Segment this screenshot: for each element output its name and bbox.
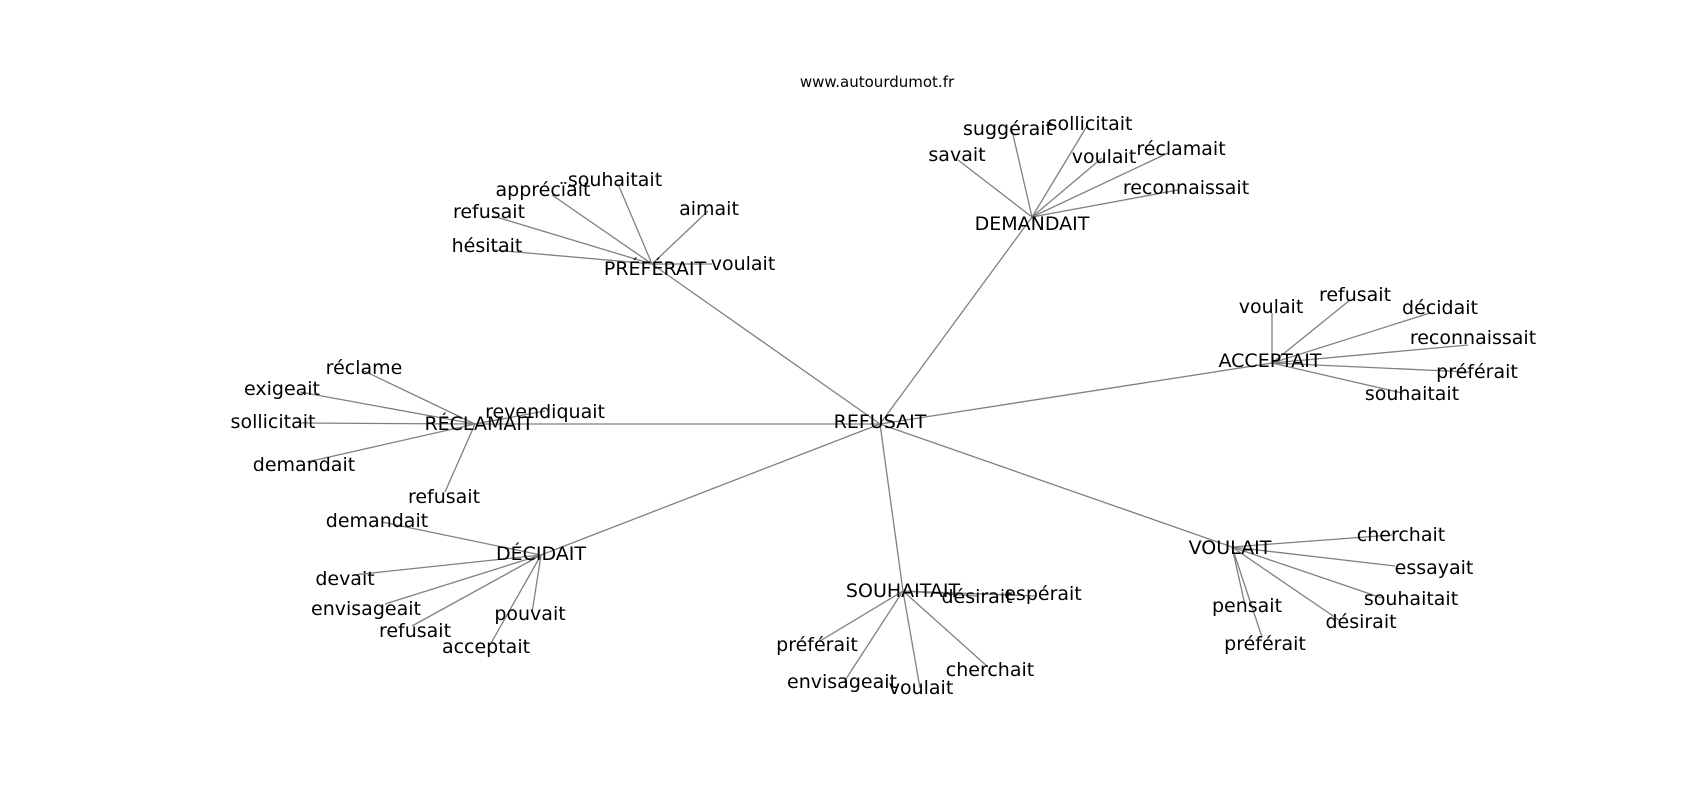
edge-cluster-to-word xyxy=(361,369,476,425)
cluster-node[interactable]: SOUHAITAIT xyxy=(846,580,961,602)
edge-cluster-to-word xyxy=(1231,546,1263,638)
word-node[interactable]: envisageait xyxy=(311,598,421,620)
word-node[interactable]: reconnaissait xyxy=(1123,177,1249,199)
edge-cluster-to-word xyxy=(1031,125,1088,218)
word-node[interactable]: préférait xyxy=(776,634,858,656)
edge-cluster-to-word xyxy=(902,590,1036,597)
edge-cluster-to-word xyxy=(902,590,921,689)
word-node[interactable]: décidait xyxy=(1402,297,1478,319)
edge-cluster-to-word xyxy=(306,423,476,463)
edge-cluster-to-word xyxy=(1231,546,1383,599)
edge-cluster-to-word xyxy=(1031,189,1179,218)
edge-cluster-to-word xyxy=(1271,344,1469,364)
word-node[interactable]: refusait xyxy=(1319,284,1391,306)
word-node[interactable]: envisageait xyxy=(787,671,897,693)
edge-cluster-to-word xyxy=(493,249,653,265)
word-node[interactable]: réclamait xyxy=(1136,138,1225,160)
edge-center-to-cluster xyxy=(879,423,1233,548)
word-node[interactable]: devait xyxy=(315,568,374,590)
edge-cluster-to-word xyxy=(1231,546,1246,606)
edge-cluster-to-word xyxy=(299,422,476,425)
word-node[interactable]: pensait xyxy=(1212,595,1282,617)
edge-cluster-to-word xyxy=(551,194,653,265)
center-node[interactable]: REFUSAIT xyxy=(834,411,927,433)
edge-cluster-to-word xyxy=(819,590,904,642)
edge-cluster-to-word xyxy=(1271,312,1431,364)
edge-center-to-cluster xyxy=(651,263,881,425)
edge-cluster-to-word xyxy=(299,391,476,425)
word-node[interactable]: suggérait xyxy=(963,118,1053,140)
word-node[interactable]: refusait xyxy=(379,620,451,642)
edge-cluster-to-word xyxy=(1271,362,1403,394)
word-node[interactable]: demandait xyxy=(326,510,428,532)
word-node[interactable]: apprécïait xyxy=(496,179,591,201)
word-node[interactable]: hésitait xyxy=(452,235,523,257)
edge-cluster-to-word xyxy=(902,590,989,668)
edge-cluster-to-word xyxy=(1271,299,1351,364)
edge-cluster-to-word xyxy=(651,210,709,265)
edge-center-to-cluster xyxy=(879,216,1033,425)
word-node[interactable]: souhaitait xyxy=(1364,588,1458,610)
edge-cluster-to-word xyxy=(474,410,546,425)
edge-cluster-to-word xyxy=(1231,546,1340,621)
word-node[interactable]: cherchait xyxy=(1357,524,1445,546)
word-node[interactable]: demandait xyxy=(253,454,355,476)
word-node[interactable]: souhaitait xyxy=(568,169,662,191)
site-label: www.autourdumot.fr xyxy=(800,73,955,91)
edge-cluster-to-word xyxy=(411,554,542,627)
edge-cluster-to-word xyxy=(492,215,653,265)
edge-cluster-to-word xyxy=(1031,152,1169,218)
word-node[interactable]: exigeait xyxy=(244,378,320,400)
edge-cluster-to-word xyxy=(843,590,904,683)
edge-cluster-to-word xyxy=(489,554,542,646)
word-node[interactable]: espérait xyxy=(1004,583,1082,605)
word-node[interactable]: voulait xyxy=(711,253,776,275)
cluster-node[interactable]: ACCEPTAIT xyxy=(1219,350,1322,372)
edge-cluster-to-word xyxy=(352,554,542,576)
cluster-node[interactable]: DÉCIDAIT xyxy=(496,542,586,565)
word-node[interactable]: savait xyxy=(928,144,985,166)
edge-cluster-to-word xyxy=(1271,362,1470,373)
cluster-node[interactable]: RÉCLAMAIT xyxy=(424,412,533,435)
edge-cluster-to-word xyxy=(444,423,476,493)
word-node[interactable]: acceptait xyxy=(442,636,530,658)
graph-edges xyxy=(299,125,1470,689)
word-node[interactable]: souhaitait xyxy=(1365,383,1459,405)
word-node[interactable]: désirait xyxy=(1325,611,1396,633)
edge-cluster-to-word xyxy=(531,554,542,614)
word-node[interactable]: voulait xyxy=(1239,296,1304,318)
edge-cluster-to-word xyxy=(1231,534,1393,548)
word-node[interactable]: reconnaissait xyxy=(1410,327,1536,349)
cluster-node[interactable]: DEMANDAIT xyxy=(975,213,1090,235)
word-node[interactable]: sollicitait xyxy=(1048,113,1133,135)
graph-labels: apprécïaitsouhaitaitaimaitrefusaithésita… xyxy=(231,113,1537,699)
word-node[interactable]: refusait xyxy=(408,486,480,508)
word-node[interactable]: aimait xyxy=(679,198,739,220)
word-node[interactable]: cherchait xyxy=(946,659,1034,681)
word-node[interactable]: voulait xyxy=(889,677,954,699)
edge-cluster-to-word xyxy=(957,159,1033,218)
word-node[interactable]: essayait xyxy=(1395,557,1474,579)
edge-center-to-cluster xyxy=(879,362,1273,425)
edge-cluster-to-word xyxy=(384,554,542,605)
word-node[interactable]: refusait xyxy=(453,201,525,223)
edge-cluster-to-word xyxy=(617,183,653,265)
word-node[interactable]: revendiquait xyxy=(485,401,605,423)
edge-cluster-to-word xyxy=(1031,157,1103,218)
word-node[interactable]: voulait xyxy=(1072,146,1137,168)
edge-center-to-cluster xyxy=(540,423,881,556)
word-node[interactable]: pouvait xyxy=(494,603,565,625)
word-node[interactable]: préférait xyxy=(1224,633,1306,655)
word-node[interactable]: désirait xyxy=(941,586,1012,608)
word-node[interactable]: préférait xyxy=(1436,361,1518,383)
cluster-node[interactable]: VOULAIT xyxy=(1189,537,1272,559)
edge-cluster-to-word xyxy=(381,521,542,556)
edge-center-to-cluster xyxy=(879,423,904,592)
cluster-node[interactable]: PRÉFÉRAIT xyxy=(604,257,707,280)
word-node[interactable]: sollicitait xyxy=(231,411,316,433)
edge-cluster-to-word xyxy=(1231,546,1396,567)
edge-cluster-to-word xyxy=(1010,125,1033,218)
word-node[interactable]: réclame xyxy=(326,357,403,379)
